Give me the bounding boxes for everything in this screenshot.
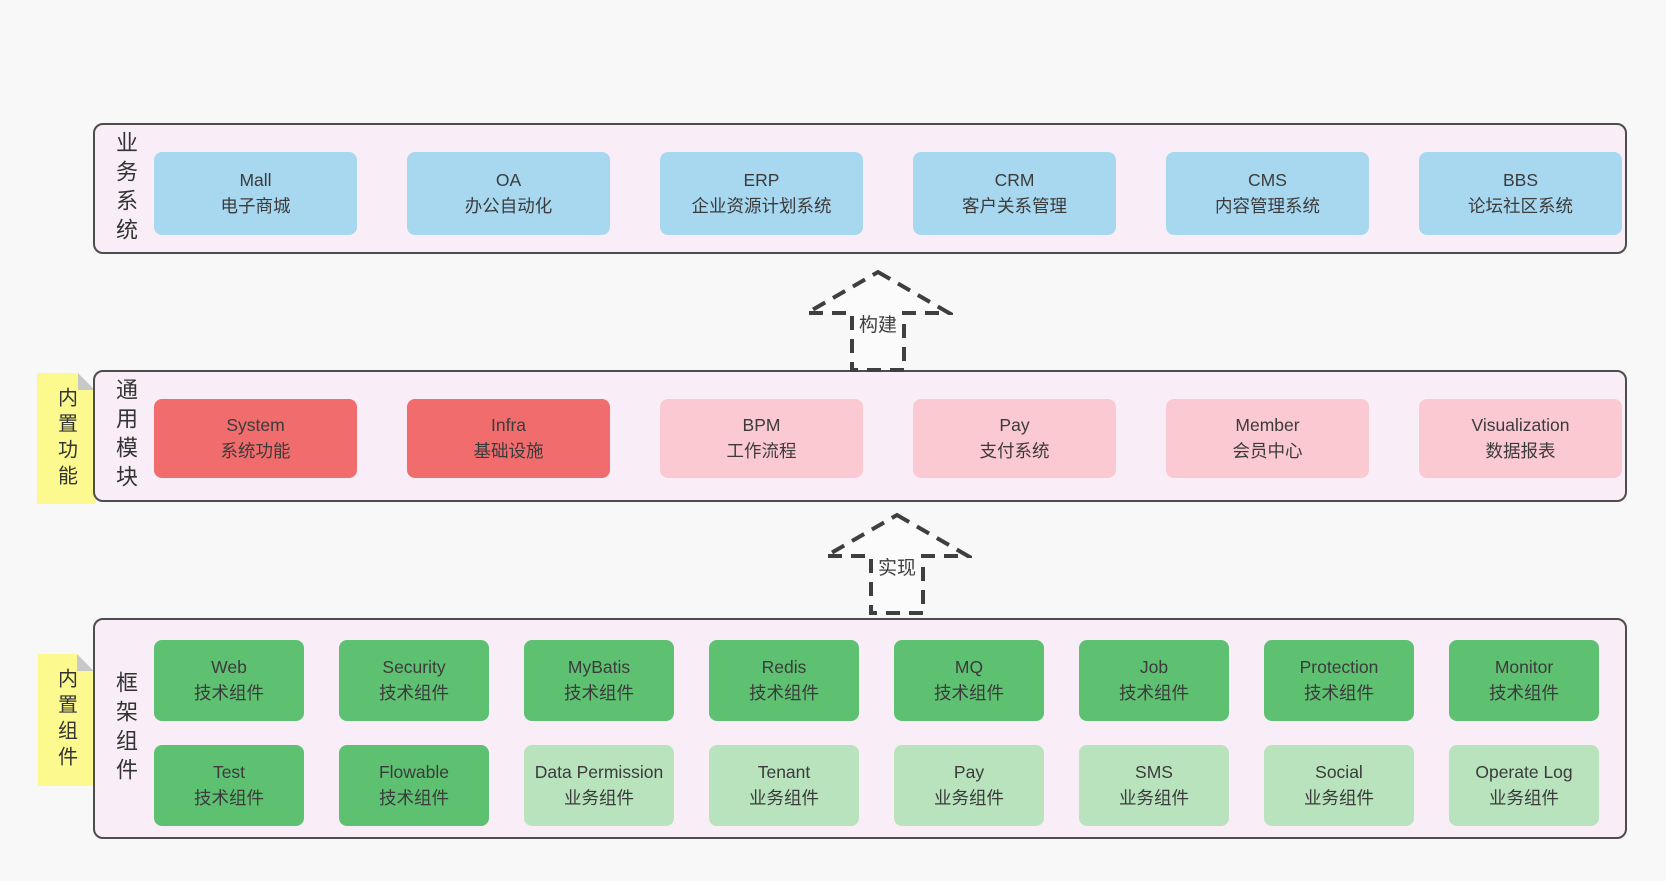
box-title: Web <box>211 657 247 678</box>
box-title: Protection <box>1299 657 1379 678</box>
box-title: Tenant <box>757 762 811 783</box>
box-mybatis: MyBatis 技术组件 <box>524 640 674 721</box>
box-subtitle: 技术组件 <box>749 682 819 703</box>
box-mq: MQ 技术组件 <box>894 640 1044 721</box>
box-title: SMS <box>1135 762 1173 783</box>
box-member: Member 会员中心 <box>1166 399 1369 478</box>
box-subtitle: 论坛社区系统 <box>1468 195 1573 216</box>
box-subtitle: 客户关系管理 <box>962 195 1067 216</box>
box-title: Pay <box>953 762 985 783</box>
box-operate-log: Operate Log 业务组件 <box>1449 745 1599 826</box>
box-erp: ERP 企业资源计划系统 <box>660 152 863 235</box>
box-title: BPM <box>742 415 781 436</box>
box-subtitle: 会员中心 <box>1232 440 1303 461</box>
box-title: Mall <box>239 170 272 191</box>
box-title: MyBatis <box>567 657 631 678</box>
box-title: Security <box>382 657 446 678</box>
box-subtitle: 技术组件 <box>1119 682 1189 703</box>
box-subtitle: 数据报表 <box>1485 440 1556 461</box>
box-subtitle: 技术组件 <box>934 682 1004 703</box>
box-title: Operate Log <box>1475 762 1573 783</box>
section-business-label: 业务系统 <box>113 130 138 247</box>
box-web: Web 技术组件 <box>154 640 304 721</box>
box-pay-system: Pay 支付系统 <box>913 399 1116 478</box>
box-monitor: Monitor 技术组件 <box>1449 640 1599 721</box>
box-flowable: Flowable 技术组件 <box>339 745 489 826</box>
box-subtitle: 技术组件 <box>194 682 264 703</box>
box-security: Security 技术组件 <box>339 640 489 721</box>
box-title: ERP <box>743 170 780 191</box>
box-title: Social <box>1315 762 1363 783</box>
arrow-build-label: 构建 <box>855 308 901 338</box>
box-system: System 系统功能 <box>154 399 357 478</box>
box-data-permission: Data Permission 业务组件 <box>524 745 674 826</box>
box-subtitle: 业务组件 <box>1304 787 1374 808</box>
sticky-note-label: 内置组件 <box>54 668 77 772</box>
box-bbs: BBS 论坛社区系统 <box>1419 152 1622 235</box>
box-subtitle: 技术组件 <box>379 787 449 808</box>
sticky-note-builtin-components: 内置组件 <box>38 654 94 786</box>
box-infra: Infra 基础设施 <box>407 399 610 478</box>
box-social: Social 业务组件 <box>1264 745 1414 826</box>
box-subtitle: 办公自动化 <box>464 195 553 216</box>
box-title: BBS <box>1502 170 1539 191</box>
box-subtitle: 系统功能 <box>220 440 291 461</box>
box-subtitle: 支付系统 <box>979 440 1050 461</box>
box-title: Pay <box>999 415 1030 436</box>
box-title: OA <box>495 170 522 191</box>
box-title: MQ <box>954 657 984 678</box>
box-title: Redis <box>761 657 807 678</box>
box-title: CRM <box>994 170 1035 191</box>
box-title: System <box>226 415 285 436</box>
box-crm: CRM 客户关系管理 <box>913 152 1116 235</box>
box-title: Flowable <box>378 762 450 783</box>
box-title: Member <box>1235 415 1300 436</box>
box-subtitle: 业务组件 <box>1119 787 1189 808</box>
box-test: Test 技术组件 <box>154 745 304 826</box>
box-visualization: Visualization 数据报表 <box>1419 399 1622 478</box>
box-subtitle: 电子商城 <box>220 195 291 216</box>
box-redis: Redis 技术组件 <box>709 640 859 721</box>
box-title: Monitor <box>1494 657 1554 678</box>
box-subtitle: 技术组件 <box>564 682 634 703</box>
box-title: Test <box>212 762 246 783</box>
box-pay-component: Pay 业务组件 <box>894 745 1044 826</box>
sticky-note-label: 内置功能 <box>54 386 77 491</box>
section-common-modules: 通用模块 System 系统功能 Infra 基础设施 BPM 工作流程 Pay… <box>93 370 1627 502</box>
arrow-implement-label: 实现 <box>874 551 920 581</box>
box-subtitle: 工作流程 <box>726 440 797 461</box>
box-subtitle: 业务组件 <box>749 787 819 808</box>
box-subtitle: 业务组件 <box>1489 787 1559 808</box>
section-framework-components: 框架组件 Web 技术组件 Security 技术组件 MyBatis 技术组件… <box>93 618 1627 839</box>
box-protection: Protection 技术组件 <box>1264 640 1414 721</box>
box-bpm: BPM 工作流程 <box>660 399 863 478</box>
box-tenant: Tenant 业务组件 <box>709 745 859 826</box>
arrow-implement-icon: 实现 <box>822 512 972 616</box>
box-subtitle: 技术组件 <box>379 682 449 703</box>
box-oa: OA 办公自动化 <box>407 152 610 235</box>
section-business-systems: 业务系统 Mall 电子商城 OA 办公自动化 ERP 企业资源计划系统 CRM… <box>93 123 1627 254</box>
box-mall: Mall 电子商城 <box>154 152 357 235</box>
box-subtitle: 业务组件 <box>934 787 1004 808</box>
box-job: Job 技术组件 <box>1079 640 1229 721</box>
box-subtitle: 基础设施 <box>473 440 544 461</box>
box-title: Data Permission <box>534 762 664 783</box>
box-title: Visualization <box>1471 415 1570 436</box>
box-subtitle: 业务组件 <box>564 787 634 808</box>
box-cms: CMS 内容管理系统 <box>1166 152 1369 235</box>
section-components-label: 框架组件 <box>113 670 138 787</box>
box-subtitle: 企业资源计划系统 <box>691 195 832 216</box>
box-sms: SMS 业务组件 <box>1079 745 1229 826</box>
box-subtitle: 技术组件 <box>1489 682 1559 703</box>
box-subtitle: 技术组件 <box>194 787 264 808</box>
arrow-build-icon: 构建 <box>803 269 953 373</box>
section-modules-label: 通用模块 <box>113 378 138 494</box>
box-subtitle: 技术组件 <box>1304 682 1374 703</box>
box-title: CMS <box>1248 170 1287 191</box>
box-title: Infra <box>490 415 527 436</box>
box-subtitle: 内容管理系统 <box>1215 195 1320 216</box>
sticky-note-builtin-features: 内置功能 <box>37 373 95 504</box>
box-title: Job <box>1139 657 1169 678</box>
